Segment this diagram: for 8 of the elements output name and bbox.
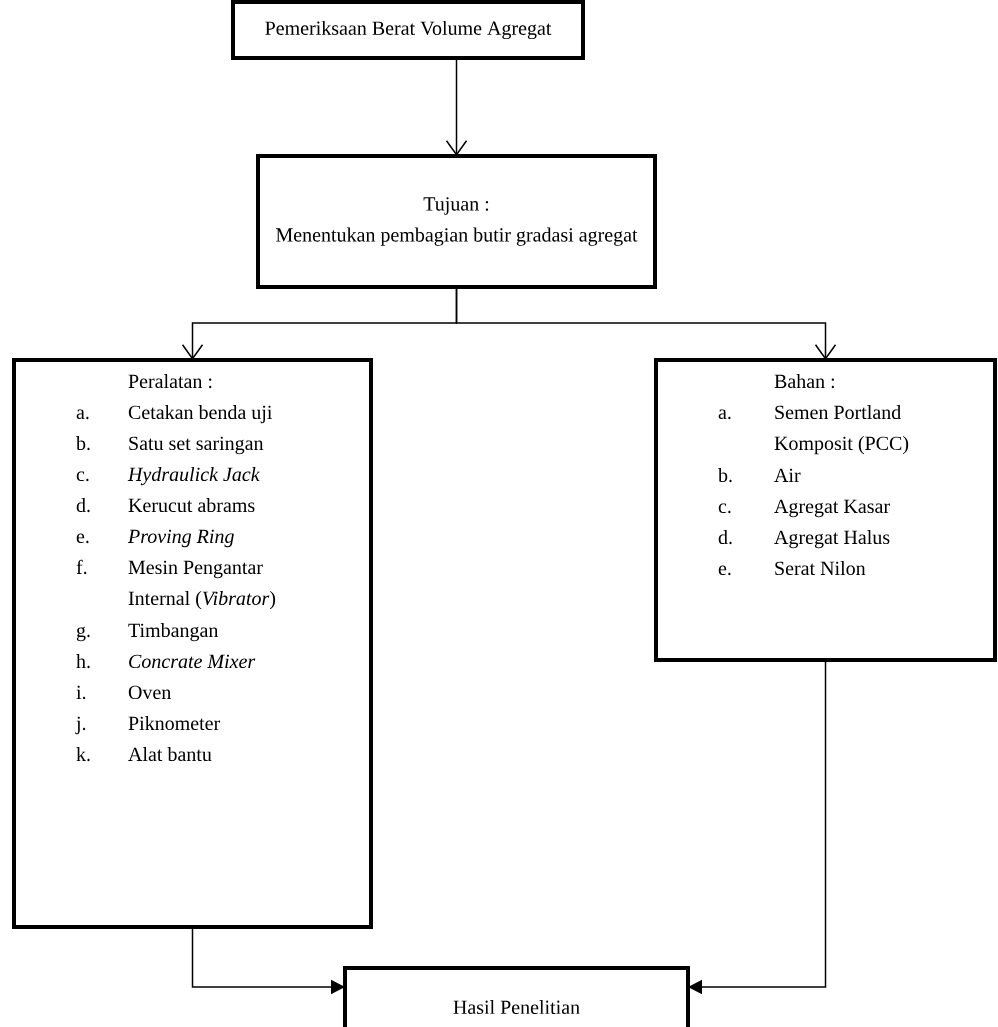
list-box: Peralatan : a. Cetakan benda uji b. Satu set saringan c. Hydraulick Jack d. Kerucut abrams e. Proving Ring f. Mesin Pengantar Internal (Vibrator) g. Timbangan h. Concrate Mixer i. Oven j. Piknometer k. Alat bantu: [12, 358, 373, 929]
arrow: [455, 286, 837, 360]
process-box: Tujuan : Menentukan pembagian butir gradasi agregat: [256, 154, 657, 289]
process-box: Pemeriksaan Berat Volume Agregat: [231, 0, 585, 60]
arrow: [445, 57, 468, 156]
list-box: Bahan : a. Semen Portland Komposit (PCC) b. Air c. Agregat Kasar d. Agregat Halus e. Serat Nilon: [654, 358, 997, 662]
process-box: Hasil Penelitian: [343, 966, 690, 1027]
arrow: [688, 659, 827, 995]
